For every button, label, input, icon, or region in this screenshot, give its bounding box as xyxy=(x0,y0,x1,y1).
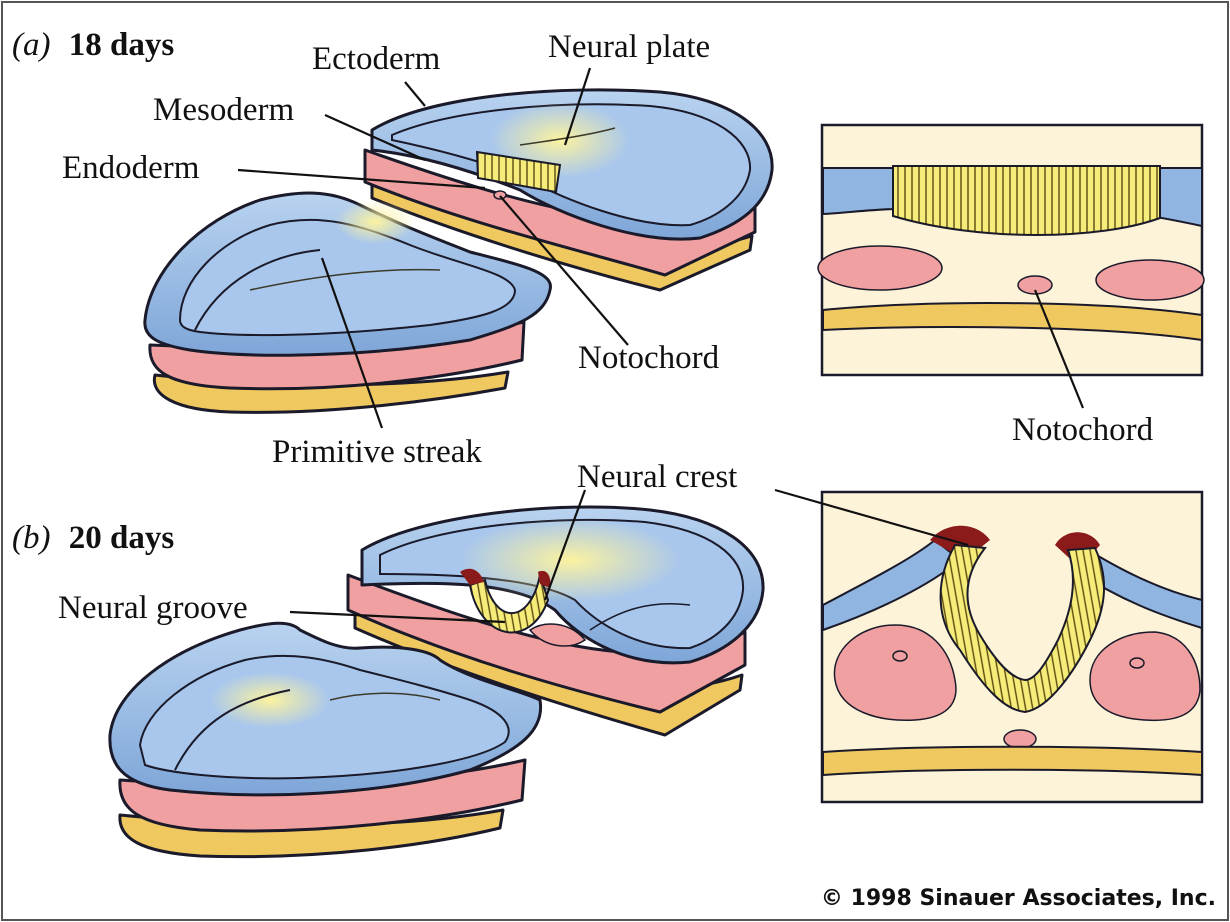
leader-ectoderm xyxy=(405,82,425,106)
section-b xyxy=(822,492,1202,802)
panel-a-title: (a) 18 days xyxy=(12,27,174,63)
label-neural-groove: Neural groove xyxy=(58,590,248,626)
label-primitive-streak: Primitive streak xyxy=(272,434,482,470)
copyright-notice: © 1998 Sinauer Associates, Inc. xyxy=(821,886,1216,911)
section-a xyxy=(818,125,1204,375)
label-endoderm: Endoderm xyxy=(62,150,200,186)
panel-b-days: 20 days xyxy=(69,520,175,556)
label-notochord: Notochord xyxy=(578,340,720,376)
label-neural-plate: Neural plate xyxy=(548,29,710,65)
panel-a-days: 18 days xyxy=(69,27,175,63)
label-mesoderm: Mesoderm xyxy=(153,92,294,128)
panel-b: (b) 20 days xyxy=(12,459,1202,857)
panel-b-letter: (b) xyxy=(12,520,50,556)
label-neural-crest: Neural crest xyxy=(577,459,737,495)
panel-a-letter: (a) xyxy=(12,27,50,63)
label-ectoderm: Ectoderm xyxy=(312,41,441,77)
panel-b-title: (b) 20 days xyxy=(12,520,174,556)
panel-a: (a) 18 days xyxy=(12,27,1204,470)
label-notochord-section: Notochord xyxy=(1012,412,1154,448)
